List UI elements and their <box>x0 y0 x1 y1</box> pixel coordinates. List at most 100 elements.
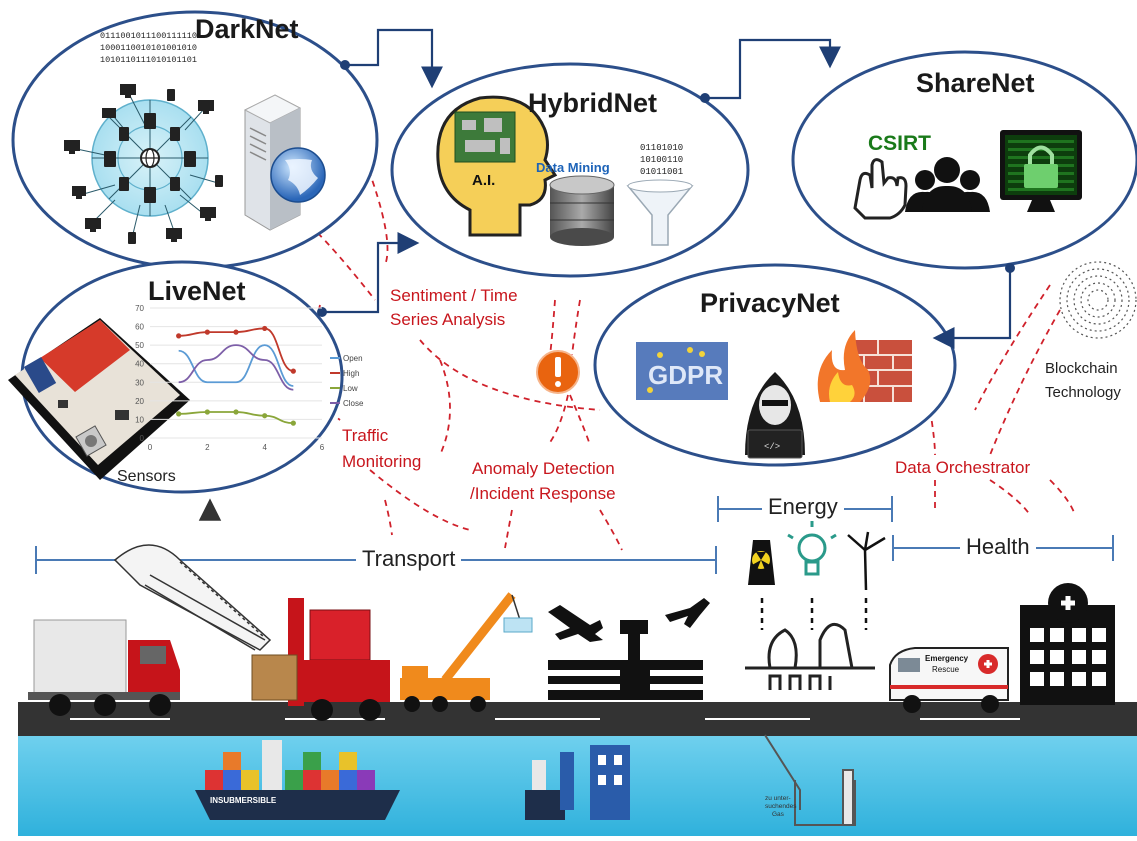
y-tick-label: 30 <box>135 378 144 387</box>
data-point <box>176 411 182 417</box>
y-tick-label: 0 <box>140 434 145 443</box>
gas-label-2: suchendes <box>765 803 797 810</box>
power-plant-icon <box>745 622 875 690</box>
gas-label: zu unter- suchendes Gas <box>765 795 797 818</box>
ambulance-text-2: Rescue <box>932 665 960 674</box>
y-tick-label: 70 <box>135 304 144 313</box>
pointer-hand-icon <box>853 158 908 220</box>
anomaly-label-1: Anomaly Detection <box>472 459 615 478</box>
blockchain-label-1: Blockchain <box>1045 360 1118 377</box>
data-point <box>204 409 210 415</box>
legend-label: Low <box>343 384 358 393</box>
sentiment-label-1: Sentiment / Time <box>390 286 518 305</box>
data-point <box>290 368 296 374</box>
blockchain-sphere-icon <box>1059 261 1137 339</box>
binary-line-1: 0111001011100111110 <box>100 31 197 41</box>
data-point <box>176 333 182 339</box>
network-graph-icon <box>64 84 223 244</box>
hybridnet-title: HybridNet <box>528 88 658 118</box>
gas-label-3: Gas <box>772 811 785 818</box>
energy-dashes <box>760 598 868 630</box>
flow-connectors <box>322 28 1012 349</box>
x-tick-label: 0 <box>148 443 153 452</box>
data-point <box>262 325 268 332</box>
cargo-ship-icon <box>195 740 400 820</box>
data-mining-label: Data Mining <box>536 160 610 175</box>
firewall-icon <box>817 330 912 402</box>
series-line-open <box>178 344 294 387</box>
series-line-close <box>178 344 294 391</box>
server-globe-icon <box>243 94 326 231</box>
x-tick-label: 6 <box>320 443 325 452</box>
connector-dots <box>317 60 1015 317</box>
gdpr-label: GDPR <box>648 360 723 390</box>
airport-icon <box>548 598 710 700</box>
funnel-binary: 01101010 10100110 01011001 <box>640 143 683 177</box>
gas-sensor-icon <box>764 734 856 826</box>
data-point <box>290 420 296 426</box>
darknet-binary: 0111001011100111110 1000110010101001010 … <box>100 31 197 65</box>
funnel-binary-1: 01101010 <box>640 143 683 153</box>
crane-truck-icon <box>400 592 533 712</box>
nuclear-icon <box>748 540 775 585</box>
privacynet-ellipse <box>593 263 957 467</box>
sensors-label: Sensors <box>117 468 176 485</box>
sharenet-ellipse <box>791 50 1137 270</box>
water <box>18 736 1137 836</box>
sentiment-label-2: Series Analysis <box>390 310 506 329</box>
ai-head-icon <box>436 95 558 237</box>
data-point <box>204 329 210 335</box>
hacker-icon <box>745 372 805 459</box>
data-point <box>262 413 268 419</box>
x-tick-label: 2 <box>205 443 210 452</box>
hacker-code-tag: </> <box>764 442 780 452</box>
database-icon <box>549 175 615 246</box>
traffic-label-2: Monitoring <box>342 452 422 471</box>
ambulance-text-1: Emergency <box>925 654 969 663</box>
traffic-label-1: Traffic <box>342 426 389 445</box>
orchestrator-label: Data Orchestrator <box>895 458 1031 477</box>
binary-line-2: 1000110010101001010 <box>100 43 197 53</box>
sector-brackets <box>35 496 1114 574</box>
port-terminal-icon <box>525 745 630 820</box>
legend-label: Close <box>343 399 364 408</box>
gdpr-badge <box>636 342 728 400</box>
anomaly-label-2: /Incident Response <box>470 484 616 503</box>
blockchain-label-2: Technology <box>1045 384 1121 401</box>
x-tick-label: 4 <box>262 443 267 452</box>
sensor-board-icon <box>8 318 190 480</box>
livenet-title: LiveNet <box>148 276 246 306</box>
train-icon <box>113 498 272 651</box>
sharenet-title: ShareNet <box>916 68 1035 98</box>
ai-label: A.I. <box>472 172 495 189</box>
csirt-label: CSIRT <box>868 132 931 155</box>
y-tick-label: 40 <box>135 360 144 369</box>
health-label: Health <box>960 534 1036 560</box>
truck-icon <box>28 619 180 716</box>
forklift-icon <box>251 598 390 721</box>
data-point <box>233 409 239 415</box>
wind-turbine-icon <box>847 531 886 591</box>
y-tick-label: 10 <box>135 415 144 424</box>
energy-label: Energy <box>762 494 844 520</box>
lightbulb-icon <box>787 521 837 576</box>
legend-label: Open <box>343 354 363 363</box>
people-group-icon <box>905 157 990 212</box>
legend-label: High <box>343 369 359 378</box>
warning-icon <box>536 350 580 394</box>
transport-label: Transport <box>356 546 462 572</box>
gas-label-1: zu unter- <box>765 795 791 802</box>
hospital-icon <box>1020 583 1115 705</box>
funnel-icon <box>626 179 694 246</box>
locked-monitor-icon <box>1000 130 1082 212</box>
ambulance-icon <box>889 647 1009 713</box>
funnel-binary-2: 10100110 <box>640 155 683 165</box>
funnel-binary-3: 01011001 <box>640 167 683 177</box>
binary-line-3: 1010110111010101101 <box>100 55 197 65</box>
y-tick-label: 50 <box>135 341 144 350</box>
y-tick-label: 20 <box>135 397 144 406</box>
privacynet-title: PrivacyNet <box>700 288 840 318</box>
